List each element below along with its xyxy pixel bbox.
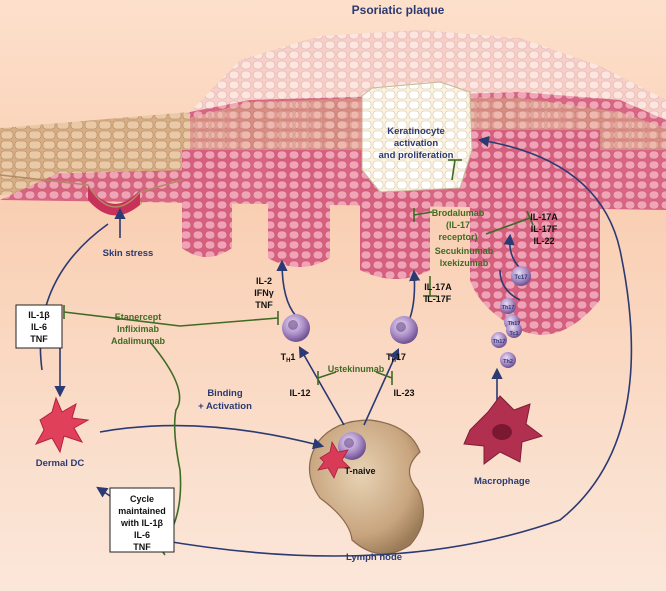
il-box-left xyxy=(15,304,63,349)
title-label: Psoriatic plaque xyxy=(352,3,445,17)
binding-label-2: + Activation xyxy=(198,401,252,412)
small-t-cells xyxy=(491,266,531,368)
th17-cytokine-il17f: IL-17F xyxy=(425,294,452,304)
cycle-line-4: IL-6 xyxy=(134,530,150,540)
il23-label: IL-23 xyxy=(393,388,414,398)
tc17-cytokine-il17a: IL-17A xyxy=(530,212,558,222)
small-cell-tc1: Tc1 xyxy=(509,331,518,337)
drug-brodalumab-3: receptor) xyxy=(438,232,477,242)
il12-label: IL-12 xyxy=(289,388,310,398)
th1-cytokine-il2: IL-2 xyxy=(256,276,272,286)
th1-cytokine-ifng: IFNγ xyxy=(254,288,274,298)
th1-cell xyxy=(282,314,310,342)
small-cell-th17-c: Th17 xyxy=(493,339,506,345)
rete-ridge-2 xyxy=(268,150,330,267)
keratinocyte-cluster xyxy=(361,81,473,193)
dermal-dc-label: Dermal DC xyxy=(36,458,85,469)
keratinocyte-label-1: Keratinocyte xyxy=(387,126,445,137)
macrophage-nucleus xyxy=(492,424,512,440)
cycle-line-2: maintained xyxy=(118,506,166,516)
tc17-cytokine-il22: IL-22 xyxy=(533,236,554,246)
macrophage-label: Macrophage xyxy=(474,476,530,487)
drug-brodalumab: Brodalumab xyxy=(432,208,485,218)
drug-ustekinumab: Ustekinumab xyxy=(328,364,385,374)
cycle-line-1: Cycle xyxy=(130,494,154,504)
dermal-dc-cell xyxy=(34,396,90,454)
keratinocyte-label-2: activation xyxy=(394,138,439,149)
il-box-line-2: IL-6 xyxy=(31,322,47,332)
th17-label: TH17 xyxy=(386,352,406,364)
skin-layers xyxy=(0,30,666,335)
small-cell-th17-a: Th17 xyxy=(502,305,515,311)
th17-cell xyxy=(390,316,418,344)
pathway-arrows xyxy=(39,135,633,557)
rete-ridge-1 xyxy=(182,150,232,257)
small-cell-th17-b: Th17 xyxy=(508,321,521,327)
drug-secukinumab: Secukinumab xyxy=(435,246,494,256)
drug-brodalumab-2: (IL-17 xyxy=(446,220,470,230)
tc17-cytokine-il17f: IL-17F xyxy=(531,224,558,234)
cycle-box xyxy=(109,487,175,553)
keratinocyte-label-3: and proliferation xyxy=(379,150,454,161)
drug-adalimumab: Adalimumab xyxy=(111,336,166,346)
cycle-line-5: TNF xyxy=(133,542,151,552)
inhibition-lines xyxy=(63,159,534,556)
binding-label-1: Binding xyxy=(207,388,243,399)
small-cell-tc17: Tc17 xyxy=(514,275,528,281)
th17-cytokine-il17a: IL-17A xyxy=(424,282,452,292)
il-box-line-1: IL-1β xyxy=(28,310,50,320)
t-naive-label: T-naive xyxy=(344,466,375,476)
drug-etanercept: Etanercept xyxy=(115,312,162,322)
drug-ixekizumab: Ixekizumab xyxy=(440,258,489,268)
th1-label: TH1 xyxy=(281,352,296,364)
il-box-line-3: TNF xyxy=(30,334,48,344)
skin-stress-lesion xyxy=(88,185,140,216)
cycle-line-3: with IL-1β xyxy=(120,518,163,528)
th1-cytokine-tnf: TNF xyxy=(255,300,273,310)
skin-stress-label: Skin stress xyxy=(103,248,154,259)
lymph-dc-cell xyxy=(317,440,351,479)
lymph-node-label: Lymph node xyxy=(346,552,402,563)
small-cell-th2: Th2 xyxy=(503,359,513,365)
drug-infliximab: Infliximab xyxy=(117,324,160,334)
